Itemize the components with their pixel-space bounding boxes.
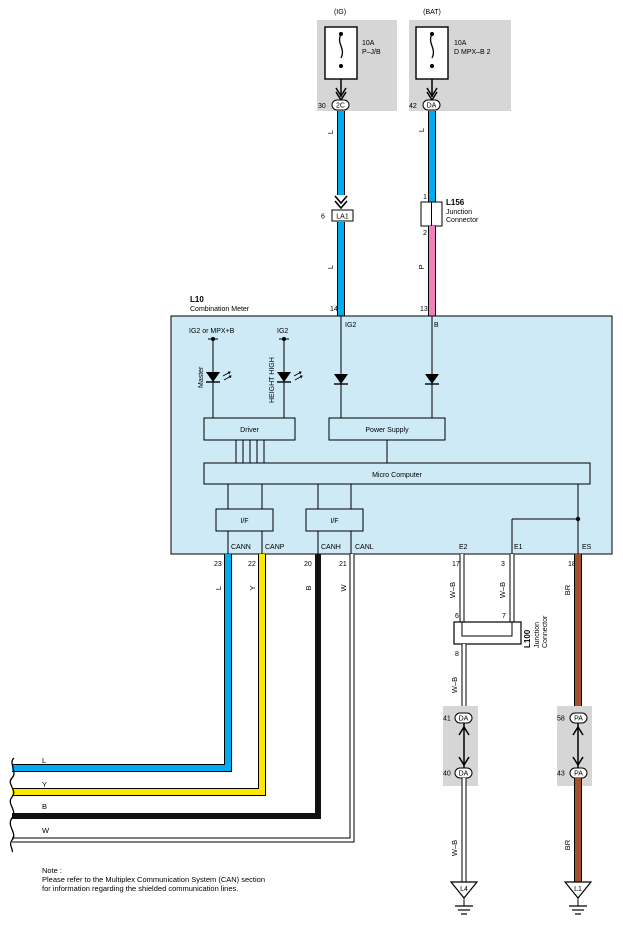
wire-ig-upper-label: L [326, 130, 335, 134]
fuse-ig: (IG) 10A P–J/B 2C 30 [317, 9, 397, 111]
la1-pin: 6 [321, 214, 325, 221]
note: Note : Please refer to the Multiplex Com… [42, 866, 265, 893]
l100-pin6: 6 [455, 613, 459, 620]
l100-pin8: 8 [455, 651, 459, 658]
pin-e2: 17 [452, 561, 460, 568]
l100-pin7: 7 [502, 613, 506, 620]
da-lower-conn: DA [459, 771, 469, 778]
term-e2: E2 [459, 544, 468, 551]
da-lower-pin: 40 [443, 771, 451, 778]
wire-bat-lower-label: P [417, 264, 426, 269]
ground-l4-label: L4 [460, 886, 468, 893]
l156-id: L156 [446, 198, 465, 207]
term-cann: CANN [231, 544, 251, 551]
da-upper-pin: 41 [443, 716, 451, 723]
note-line2: Please refer to the Multiplex Communicat… [42, 875, 265, 884]
term-canh: CANH [321, 544, 341, 551]
fuse-ig-source: (IG) [334, 9, 346, 16]
da-upper-conn: DA [459, 716, 469, 723]
note-line3: for information regarding the shielded c… [42, 884, 238, 893]
fuse-bat-source: (BAT) [423, 9, 441, 16]
wire-e1-label: W–B [498, 582, 507, 598]
bus-b-label: B [42, 802, 47, 811]
ground-l1-label: L1 [574, 886, 582, 893]
micro-label: Micro Computer [372, 472, 422, 479]
fuse-ig-name: P–J/B [362, 49, 381, 56]
meter-label-b: B [434, 322, 439, 329]
l156-pin-bottom: 2 [423, 230, 427, 237]
if2-label: I/F [330, 518, 338, 525]
term-canl: CANL [355, 544, 374, 551]
fuse-bat-conn: DA [427, 103, 437, 110]
pa-upper-conn: PA [574, 716, 583, 723]
wire-e2-label: W–B [448, 582, 457, 598]
pin-canp: 22 [248, 561, 256, 568]
pa-upper-pin: 58 [557, 716, 565, 723]
l156-pin-top: 1 [423, 194, 427, 201]
fuse-bat-name: D MPX–B 2 [454, 49, 491, 56]
wire-canp-label: Y [248, 585, 257, 590]
fuse-ig-rating: 10A [362, 40, 375, 47]
driver-label: Driver [240, 427, 259, 434]
pin-canl: 21 [339, 561, 347, 568]
bus-y-label: Y [42, 780, 47, 789]
la1-name: LA1 [336, 214, 349, 221]
wire-es-label: BR [563, 584, 572, 595]
pa-lower-pin: 43 [557, 771, 565, 778]
pin-es: 18 [568, 561, 576, 568]
meter-id: L10 [190, 295, 204, 304]
term-es: ES [582, 544, 592, 551]
if1-label: I/F [240, 518, 248, 525]
l100-desc1: Junction [534, 622, 541, 648]
can-wires: L Y B W L Y B W [9, 554, 355, 853]
wire-l4-label: W–B [450, 840, 459, 856]
wire-ig: LA1 6 L L [321, 111, 354, 316]
fuse-bat: (BAT) 10A D MPX–B 2 DA 42 [409, 9, 511, 111]
wire-canl-label: W [339, 584, 348, 592]
led-height-label: HEIGHT HIGH [269, 357, 276, 403]
wire-l1-label: BR [563, 839, 572, 850]
wire-ig-lower-label: L [326, 265, 335, 269]
wire-l100-out-label: W–B [450, 677, 459, 693]
meter-label-ig2: IG2 [345, 322, 356, 329]
term-canp: CANP [265, 544, 285, 551]
l156-desc1: Junction [446, 209, 472, 216]
pin-canh: 20 [304, 561, 312, 568]
es-wire: BR PA 58 PA 43 BR L1 [557, 554, 593, 915]
l100-desc2: Connector [542, 615, 549, 648]
ground-wb-wires: W–B W–B 6 7 8 L100 Junction Connector W–… [443, 554, 549, 915]
meter-pin-b: 13 [420, 306, 428, 313]
wire-bat-upper-label: L [417, 128, 426, 132]
pin-cann: 23 [214, 561, 222, 568]
pa-lower-conn: PA [574, 771, 583, 778]
pin-e1: 3 [501, 561, 505, 568]
term-e1: E1 [514, 544, 523, 551]
wire-bat: 1 2 L156 Junction Connector L P [417, 111, 479, 316]
bus-w-label: W [42, 826, 50, 835]
combination-meter: L10 Combination Meter 14 13 IG2 B IG2 or… [170, 295, 613, 555]
meter-label-ig2-mpx: IG2 or MPX+B [189, 328, 235, 335]
fuse-bat-pin: 42 [409, 103, 417, 110]
l156-desc2: Connector [446, 217, 479, 224]
meter-label-ig2-b: IG2 [277, 328, 288, 335]
l100-id: L100 [523, 629, 532, 648]
led-master-label: Master [198, 366, 205, 388]
meter-name: Combination Meter [190, 306, 250, 313]
fuse-bat-rating: 10A [454, 40, 467, 47]
wire-canh-label: B [304, 585, 313, 590]
meter-pin-ig2: 14 [330, 306, 338, 313]
power-supply-label: Power Supply [365, 427, 409, 434]
note-line1: Note : [42, 866, 62, 875]
fuse-ig-pin: 30 [318, 103, 326, 110]
fuse-ig-conn: 2C [336, 103, 345, 110]
bus-l-label: L [42, 756, 46, 765]
wire-cann-label: L [214, 586, 223, 590]
